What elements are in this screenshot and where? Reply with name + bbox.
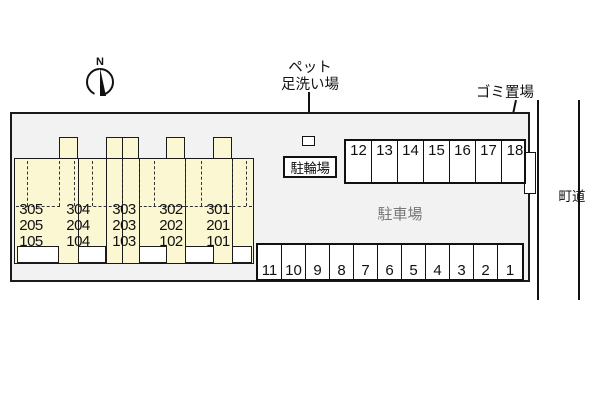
unit-stack-5: 301 201 101 <box>195 202 241 250</box>
unit-number-204: 204 <box>66 217 90 234</box>
unit-number-302: 302 <box>159 201 183 218</box>
parking-stall-3[interactable]: 3 <box>450 245 474 279</box>
unit-dash-8 <box>185 161 186 206</box>
unit-dash-2 <box>59 161 60 206</box>
unit-entrance-1 <box>17 246 59 263</box>
parking-stall-9[interactable]: 9 <box>306 245 330 279</box>
parking-stall-4[interactable]: 4 <box>426 245 450 279</box>
unit-number-101: 101 <box>206 233 230 250</box>
pet-wash-label: ペット 足洗い場 <box>255 60 365 94</box>
unit-entrance-2 <box>78 246 106 263</box>
parking-stall-14[interactable]: 14 <box>398 141 424 182</box>
unit-stack-4: 302 202 102 <box>148 202 194 250</box>
parking-stall-18[interactable]: 18 <box>506 142 524 159</box>
unit-entrance-5 <box>232 246 252 263</box>
parking-stall-1[interactable]: 1 <box>505 262 515 279</box>
unit-dash-h-1 <box>16 206 60 207</box>
north-label: N <box>96 56 104 68</box>
parking-row-top: 12 13 14 15 16 17 18 <box>344 139 526 184</box>
building-seam-3 <box>122 158 123 264</box>
road-edge-right <box>578 100 580 300</box>
building-seam-5 <box>185 158 186 264</box>
unit-number-102: 102 <box>159 233 183 250</box>
building-projection-4 <box>166 137 185 159</box>
unit-number-305: 305 <box>19 201 43 218</box>
compass-needle-light <box>94 68 100 96</box>
parking-stall-6[interactable]: 6 <box>378 245 402 279</box>
pet-wash-label-line2: 足洗い場 <box>281 77 339 93</box>
unit-number-205: 205 <box>19 217 43 234</box>
unit-dash-7 <box>154 161 155 206</box>
building-projection-5 <box>213 137 232 159</box>
unit-dash-9 <box>201 161 202 206</box>
unit-dash-4 <box>92 161 93 206</box>
parking-stall-13[interactable]: 13 <box>372 141 398 182</box>
unit-dash-h-5 <box>232 206 252 207</box>
parking-stall-12[interactable]: 12 <box>346 141 372 182</box>
unit-dash-1 <box>27 161 28 206</box>
pet-wash-label-line1: ペット <box>288 60 332 76</box>
parking-stall-10[interactable]: 10 <box>282 245 306 279</box>
garbage-area-label: ゴミ置場 <box>476 85 534 101</box>
unit-dash-10 <box>232 161 233 206</box>
parking-stall-11[interactable]: 11 <box>258 245 282 279</box>
unit-dash-6 <box>139 161 140 206</box>
unit-stack-1: 305 205 105 <box>8 202 54 250</box>
unit-number-201: 201 <box>206 217 230 234</box>
parking-lot-label: 駐車場 <box>377 206 423 223</box>
unit-number-103: 103 <box>112 233 136 250</box>
parking-row-bottom: 11 10 9 8 7 6 5 4 3 2 1 <box>256 243 524 281</box>
building-projection-1 <box>59 137 78 159</box>
building-seam-6 <box>232 158 233 264</box>
building-projection-3 <box>122 137 139 159</box>
compass-needle-dark <box>100 68 106 96</box>
unit-number-105: 105 <box>19 233 43 250</box>
unit-number-301: 301 <box>206 201 230 218</box>
unit-dash-5 <box>122 161 123 206</box>
unit-stack-3: 303 203 103 <box>101 202 147 250</box>
parking-stall-2[interactable]: 2 <box>474 245 498 279</box>
parking-stall-8[interactable]: 8 <box>330 245 354 279</box>
apartment-building: 305 205 105 304 204 104 303 203 103 302 … <box>14 137 254 264</box>
building-seam-1 <box>78 158 79 264</box>
unit-entrance-4 <box>185 246 214 263</box>
unit-entrance-3 <box>139 246 167 263</box>
building-seam-2 <box>106 158 107 264</box>
unit-dash-h-4 <box>185 206 232 207</box>
unit-number-304: 304 <box>66 201 90 218</box>
parking-stall-5[interactable]: 5 <box>402 245 426 279</box>
unit-dash-h-3 <box>139 206 185 207</box>
unit-dash-11 <box>246 161 247 206</box>
bicycle-parking-box: 駐輪場 <box>283 156 337 178</box>
road-edge-left <box>537 100 539 300</box>
parking-stall-7[interactable]: 7 <box>354 245 378 279</box>
town-road-label: 町道 <box>558 189 586 204</box>
unit-number-203: 203 <box>112 217 136 234</box>
parking-stall-16[interactable]: 16 <box>450 141 476 182</box>
unit-dash-3 <box>74 161 75 206</box>
north-arrow: N <box>78 56 122 108</box>
unit-number-202: 202 <box>159 217 183 234</box>
unit-number-303: 303 <box>112 201 136 218</box>
building-projection-2 <box>106 137 123 159</box>
unit-stack-2: 304 204 104 <box>55 202 101 250</box>
parking-stall-17[interactable]: 17 <box>476 141 502 182</box>
unit-dash-h-2 <box>78 206 122 207</box>
pet-wash-station <box>302 136 315 146</box>
parking-stall-15[interactable]: 15 <box>424 141 450 182</box>
building-seam-4 <box>139 158 140 264</box>
unit-number-104: 104 <box>66 233 90 250</box>
